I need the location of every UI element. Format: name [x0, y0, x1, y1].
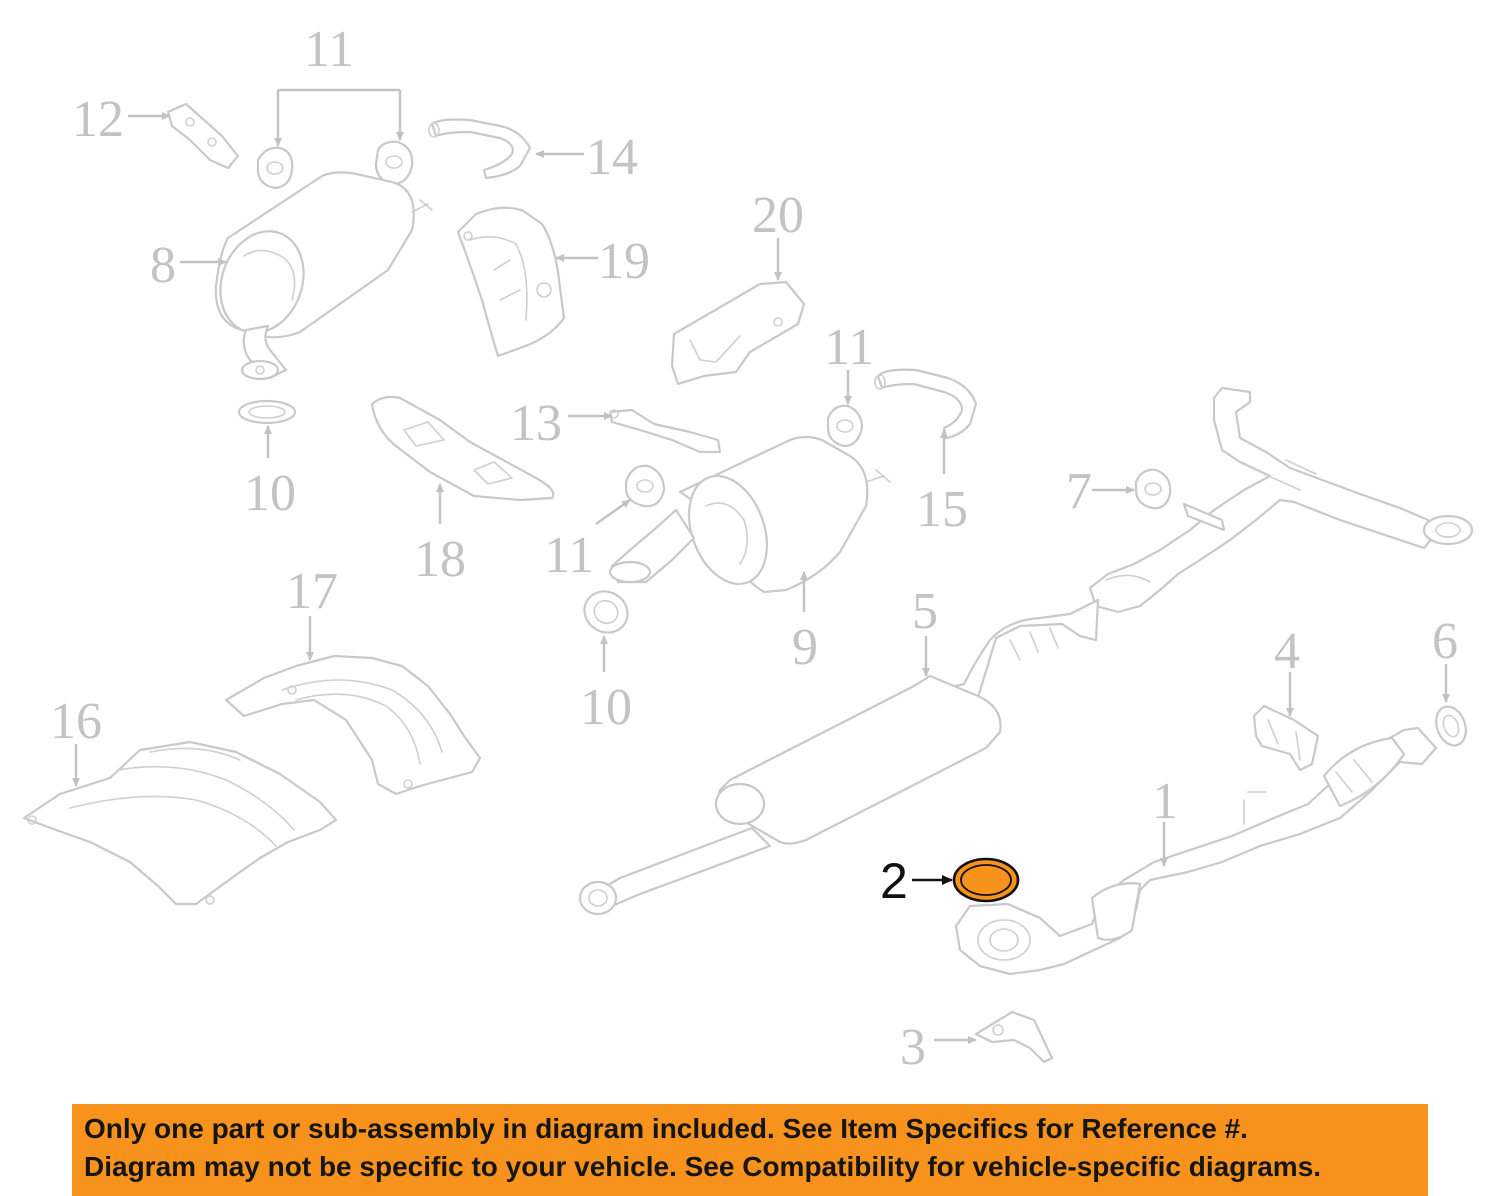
part-6-gasket [1435, 705, 1467, 747]
part-19-heat-shield [456, 206, 566, 358]
callout-2-highlighted: 2 [880, 853, 908, 909]
callout-10-top: 10 [244, 465, 296, 522]
callout-9: 9 [792, 619, 818, 676]
callout-15: 15 [916, 481, 968, 538]
part-4-bracket [1252, 704, 1320, 772]
callout-13: 13 [510, 395, 562, 452]
part-16-heat-shield [22, 740, 338, 906]
part-10-gasket-top [237, 399, 297, 425]
part-8-muffler [214, 171, 433, 381]
callout-numbers: 12 11 14 8 19 10 18 20 13 11 15 11 9 10 … [50, 21, 1458, 1076]
callout-20: 20 [752, 187, 804, 244]
callout-11-top: 11 [304, 21, 354, 78]
callout-11-middle: 11 [824, 319, 874, 376]
part-13-bracket [608, 408, 722, 454]
callout-18: 18 [414, 531, 466, 588]
part-11-hanger-top-right [374, 140, 414, 186]
y-pipe-assembly [1088, 386, 1474, 614]
callout-16: 16 [50, 693, 102, 750]
callout-8: 8 [150, 237, 176, 294]
part-3-bracket [974, 1010, 1054, 1064]
part-20-heat-shield [670, 280, 806, 386]
disclaimer-line-1: Only one part or sub-assembly in diagram… [84, 1113, 1248, 1144]
disclaimer-line-2: Diagram may not be specific to your vehi… [84, 1151, 1322, 1182]
callout-11-lower: 11 [544, 527, 594, 584]
part-18-heat-shield [370, 395, 555, 502]
callout-19: 19 [598, 233, 650, 290]
disclaimer-banner: Only one part or sub-assembly in diagram… [72, 1104, 1428, 1196]
part-17-heat-shield [224, 654, 482, 796]
part-9-muffler [608, 435, 891, 594]
callout-10-middle: 10 [580, 679, 632, 736]
leader-lines [72, 88, 1450, 1044]
callout-14: 14 [586, 129, 638, 186]
part-5-center-muffler [578, 598, 1100, 916]
part-15-pipe [874, 368, 978, 440]
part-1-front-pipe [954, 726, 1438, 976]
callout-1: 1 [1152, 773, 1178, 830]
callout-6: 6 [1432, 613, 1458, 670]
callout-7: 7 [1066, 463, 1092, 520]
part-11-hanger-top-left [256, 146, 294, 190]
callout-12: 12 [72, 91, 124, 148]
part-10-gasket-middle [583, 590, 629, 634]
callout-4: 4 [1274, 623, 1300, 680]
callout-3: 3 [900, 1019, 926, 1076]
part-12-bracket [166, 102, 240, 170]
callout-5: 5 [912, 583, 938, 640]
part-11-hanger-lower [624, 464, 666, 508]
part-7-hanger [1134, 468, 1172, 510]
part-2-gasket-highlighted[interactable] [952, 857, 1020, 903]
part-14-pipe [428, 118, 532, 180]
callout-17: 17 [286, 563, 338, 620]
part-11-hanger-middle [826, 404, 864, 448]
